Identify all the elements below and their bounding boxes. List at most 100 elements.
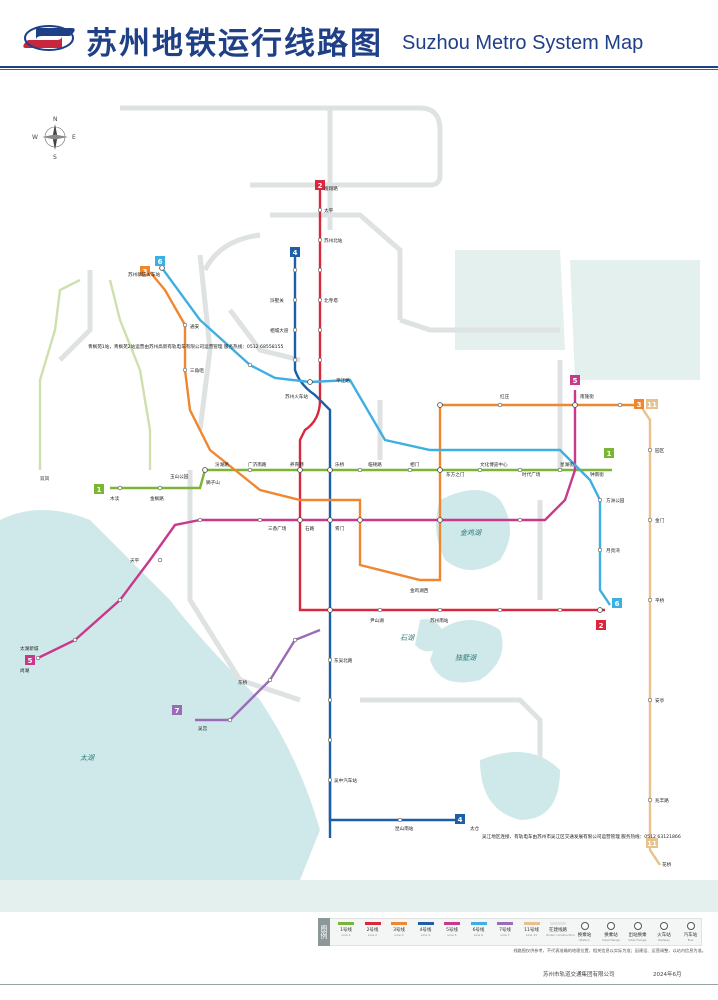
west-info-text: 青枫苑1站，青枫苑2站运营由苏州高新有轨电车有限公司运营管理 服务热线：0512… (88, 343, 284, 350)
station-node (477, 467, 483, 473)
legend-swatch (580, 922, 589, 930)
legend-swatch (417, 922, 434, 925)
line-3-badge-east-text: 3 (637, 401, 642, 409)
station-label: 金鸡湖西 (410, 587, 429, 594)
line-2[interactable] (298, 188, 605, 612)
line-6-badge-north (155, 256, 165, 266)
station-label: 狮子山 (206, 479, 220, 486)
line-11-badge-north-text: 11 (647, 401, 657, 409)
header-rule (0, 66, 718, 68)
station-node (317, 237, 323, 243)
header: 苏州地铁运行线路图 Suzhou Metro System Map (0, 0, 718, 72)
station-label: 养育巷 (290, 461, 304, 468)
station-node (647, 517, 653, 523)
legend-swatch (686, 922, 695, 930)
station-label: 钟南街 (590, 471, 604, 478)
station-label: 金枫路 (150, 495, 164, 502)
line-3-badge-north (140, 266, 150, 276)
station-node (557, 607, 563, 613)
compass-n: N (53, 116, 58, 123)
legend-label-en: Line 11 (525, 933, 538, 937)
line-1-badge-east-text: 1 (607, 450, 612, 458)
station-node (327, 697, 333, 703)
legend-label: 在建线路 (549, 928, 567, 933)
station-label: 北寺塔 (324, 297, 338, 304)
line-2-badge-north-text: 2 (318, 182, 323, 190)
station-node (292, 637, 298, 643)
station-label: 三香广场 (268, 525, 287, 532)
line-7-badge (172, 705, 182, 715)
line-4[interactable] (293, 255, 462, 838)
station-node (647, 697, 653, 703)
legend-label: 11号线 (524, 928, 539, 933)
station-node (159, 265, 165, 271)
station-label: 南施街 (580, 393, 594, 400)
line-3-badge-north-text: 3 (143, 268, 148, 276)
station-node (182, 322, 188, 328)
station-label: 星湖街 (560, 461, 574, 468)
legend-label: 7号线 (499, 928, 511, 933)
station-label: 东方之门 (446, 471, 465, 478)
metro-map[interactable]: 2 4 3 6 1 1 5 5 3 11 11 6 2 4 7 富翔路 太平 苏… (0, 72, 718, 912)
line-11-badge-south-text: 11 (647, 840, 657, 848)
station-label: 玉山公园 (170, 473, 189, 480)
line-4-badge-north (290, 247, 300, 257)
legend-label: 汽车站 (683, 933, 698, 938)
station-node (517, 467, 523, 473)
page-subtitle: Suzhou Metro System Map (402, 32, 644, 54)
legend-swatch (550, 922, 566, 925)
station-label: 昆山南站 (395, 825, 414, 832)
legend-label: 3号线 (393, 928, 405, 933)
line-1-badge-east (604, 448, 614, 458)
lake-label: 金鸡湖 (460, 529, 482, 537)
legend-tab: 图例 (318, 918, 330, 946)
line-1-badge-west (94, 484, 104, 494)
station-label: 临顿路 (368, 461, 382, 468)
station-node (437, 402, 443, 408)
station-node (317, 297, 323, 303)
station-node (557, 467, 563, 473)
line-6[interactable] (161, 267, 611, 606)
legend-label: 6号线 (472, 928, 485, 933)
legend-swatch (497, 922, 513, 925)
yangcheng-lake (455, 250, 565, 350)
shihu-lake (415, 619, 445, 652)
legend-swatch (391, 922, 407, 925)
station-node (572, 402, 578, 408)
east-bottom-water (0, 880, 718, 912)
line-3[interactable] (149, 271, 640, 582)
lake-label: 石湖 (400, 634, 415, 642)
compass-rose: N S W E (32, 116, 76, 161)
info-box-west: 青枫苑1站，青枫苑2站运营由苏州高新有轨电车有限公司运营管理 服务热线：0512… (88, 343, 284, 350)
station-label: 兆丰路 (655, 797, 669, 804)
station-node (357, 467, 363, 473)
station-label: 双凤 (40, 476, 50, 482)
footer-rule (0, 984, 718, 985)
stations[interactable] (35, 185, 653, 823)
station-label: 文化博览中心 (480, 461, 508, 468)
station-node (292, 357, 298, 363)
station-node (197, 517, 203, 523)
station-node (182, 367, 188, 373)
station-node (327, 517, 333, 523)
line-6-badge-south (612, 598, 622, 608)
station-node (157, 557, 163, 563)
station-label: 太仓 (470, 825, 480, 832)
station-node (357, 517, 363, 523)
legend-label: 火车站 (657, 933, 671, 938)
line-11[interactable] (639, 404, 661, 866)
station-node (327, 607, 333, 613)
station-label: 平桥 (655, 597, 665, 604)
station-label: 尚湖 (20, 667, 30, 674)
jinjihu-lake (436, 490, 510, 570)
station-label: 广济南路 (248, 461, 267, 468)
station-label: 吴中汽车站 (334, 777, 357, 784)
station-node (407, 467, 413, 473)
line-5-badge-west (25, 655, 35, 665)
